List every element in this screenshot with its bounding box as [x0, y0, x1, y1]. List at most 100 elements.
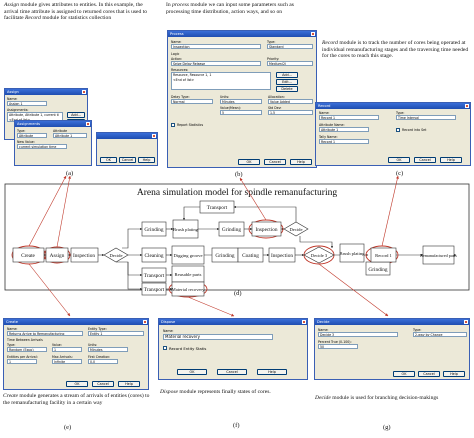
record-entity-statistics-checkbox[interactable] [163, 346, 167, 350]
type-select[interactable]: Standard [267, 44, 313, 49]
node-remanufactured-parts: Remanufactured parts [420, 253, 457, 258]
node-grinding-2: Grinding [222, 227, 241, 233]
assignments-label: Assignments: [7, 108, 29, 112]
tally-name-select[interactable]: Record 1 [319, 139, 369, 144]
attribute-name-label: Attribute Name: [319, 123, 345, 127]
close-icon[interactable] [82, 90, 86, 94]
report-statistics-label: Report Statistics [177, 123, 204, 127]
record-entity-statistics-label: Record Entity Statis [169, 346, 207, 351]
report-statistics-checkbox[interactable] [171, 123, 175, 127]
dispose-dialog-titlebar: Dispose [159, 319, 307, 325]
resources-list[interactable]: Resource, Resource 1, 1<End of list> [171, 72, 271, 90]
delay-type-select[interactable]: Normal [171, 99, 213, 104]
label-a: (a) [66, 170, 74, 177]
first-creation-field[interactable]: 0.0 [88, 359, 118, 364]
close-icon[interactable] [464, 320, 468, 324]
help-button[interactable]: Help [118, 381, 140, 387]
help-button[interactable]: Help [257, 369, 287, 375]
node-grinding-3: Grinding [215, 253, 234, 259]
help-button[interactable]: Help [443, 371, 465, 377]
entities-per-arrival-field[interactable]: 1 [7, 359, 37, 364]
type-select[interactable]: Attribute [17, 133, 47, 138]
edit-button[interactable]: Edit... [276, 79, 298, 85]
value-label: Value: [52, 343, 62, 347]
help-button[interactable]: Help [138, 157, 155, 163]
units-label: Units: [88, 343, 98, 347]
cancel-button[interactable]: Cancel [217, 369, 247, 375]
type-select[interactable]: Time Interval [396, 115, 456, 120]
ok-button[interactable]: OK [388, 157, 410, 163]
close-icon[interactable] [302, 320, 306, 324]
units-select[interactable]: Minutes [220, 99, 262, 104]
name-field[interactable]: Assign 1 [7, 101, 47, 106]
transport-loop [182, 206, 200, 221]
delete-button[interactable]: Delete [276, 86, 298, 92]
cancel-button[interactable]: Cancel [119, 157, 136, 163]
type-select[interactable]: Random (Expo) [7, 347, 47, 352]
label-e: (e) [64, 424, 72, 431]
entity-type-label: Entity Type: [88, 327, 107, 331]
ok-button[interactable]: OK [100, 157, 117, 163]
units-label: Units: [220, 95, 230, 99]
record-dialog: Record Name: Record 1 Type: Time Interva… [315, 102, 471, 166]
help-button[interactable]: Help [290, 159, 312, 165]
close-icon[interactable] [311, 32, 315, 36]
record-into-set-checkbox[interactable] [396, 128, 400, 132]
close-icon[interactable] [143, 320, 147, 324]
new-value-field[interactable]: current simulation time [17, 144, 67, 149]
close-icon[interactable] [465, 104, 469, 108]
new-value-label: New Value: [17, 140, 35, 144]
entity-type-select[interactable]: Entity 1 [88, 331, 144, 336]
cancel-button[interactable]: Cancel [414, 157, 436, 163]
decide-dialog-titlebar: Decide [315, 319, 469, 325]
material-ellipse [168, 280, 208, 298]
cancel-button[interactable]: Cancel [264, 159, 286, 165]
allocation-select[interactable]: Value Added [268, 99, 313, 104]
node-create: Create [21, 253, 35, 259]
attribute-name-select[interactable]: Attribute 1 [319, 127, 369, 132]
diagram-title: Arena simulation model for spindle reman… [137, 187, 337, 198]
name-field[interactable]: Returns Arrive to Remanufacturing [7, 331, 83, 336]
max-arrivals-label: Max Arrivals: [52, 355, 73, 359]
node-transport-top: Transport [207, 205, 228, 211]
type-label: Type: [17, 129, 26, 133]
priority-select[interactable]: Medium(2) [267, 61, 313, 66]
ok-button[interactable]: OK [177, 369, 207, 375]
node-grinding-1: Grinding [144, 227, 163, 233]
std-dev-label: Std Dev: [268, 106, 282, 110]
allocation-label: Allocation: [268, 95, 285, 99]
name-label: Name: [318, 328, 329, 332]
name-field[interactable]: Inspection [171, 44, 261, 49]
dispose-dialog: Dispose Name: Material recovery Record E… [158, 318, 308, 380]
action-select[interactable]: Seize Delay Release [171, 61, 261, 66]
node-record: Record 1 [375, 253, 392, 258]
name-field[interactable]: Material recovery [163, 334, 273, 340]
ok-button[interactable]: OK [238, 159, 260, 165]
node-coating: Coating [242, 253, 259, 259]
add-button[interactable]: Add... [276, 72, 298, 78]
name-field[interactable]: Record 1 [319, 115, 379, 120]
attribute-select[interactable]: Attribute 1 [53, 133, 87, 138]
ok-button[interactable]: OK [66, 381, 88, 387]
close-icon[interactable] [152, 134, 156, 138]
units-select[interactable]: Minutes [88, 347, 128, 352]
add-button[interactable]: Add... [67, 112, 85, 118]
type-select[interactable]: 2-way by Chance [413, 332, 467, 337]
value-field[interactable]: 1 [52, 347, 82, 352]
std-dev-field[interactable]: 1.5 [268, 110, 313, 115]
action-label: Action: [171, 57, 183, 61]
mean-field[interactable]: 5 [220, 110, 262, 115]
percent-true-field[interactable]: 50 [318, 344, 358, 349]
assignments-subdialog: Assignments Type: Attribute Attribute At… [14, 120, 92, 166]
name-field[interactable]: Decide 3 [318, 332, 398, 337]
ok-button[interactable]: OK [393, 371, 415, 377]
cancel-button[interactable]: Cancel [418, 371, 440, 377]
delay-type-label: Delay Type: [171, 95, 190, 99]
max-arrivals-field[interactable]: Infinite [52, 359, 82, 364]
cancel-button[interactable]: Cancel [92, 381, 114, 387]
close-icon[interactable] [86, 122, 90, 126]
help-button[interactable]: Help [440, 157, 462, 163]
type-label: Type: [413, 328, 422, 332]
process-dialog-titlebar: Process [168, 31, 316, 37]
first-creation-label: First Creation: [88, 355, 111, 359]
